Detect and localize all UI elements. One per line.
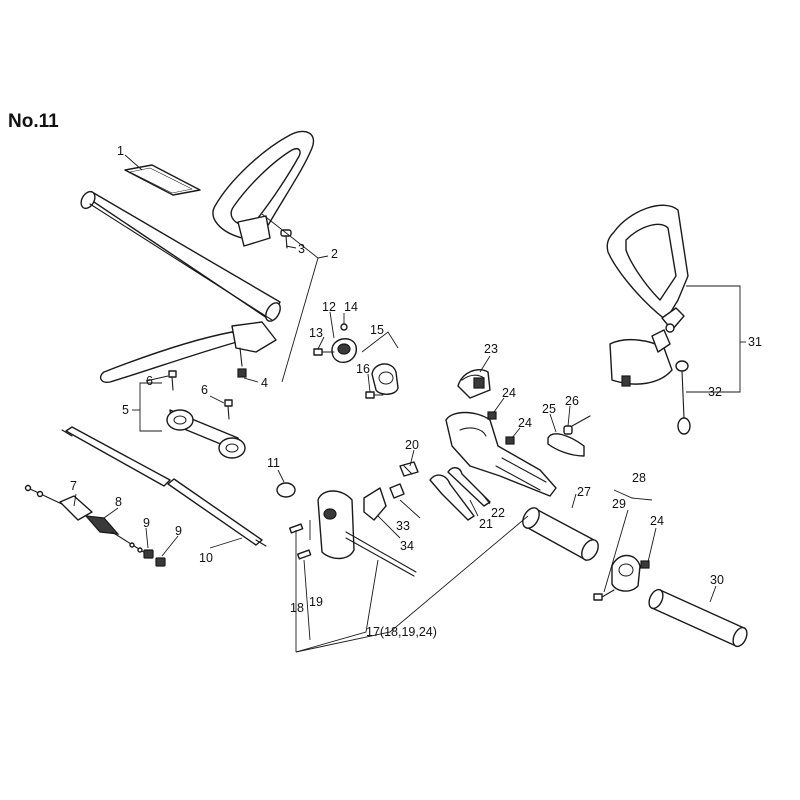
callout-15: 15 (370, 323, 384, 337)
part-nut-24b (505, 436, 515, 445)
callout-26: 26 (565, 394, 579, 408)
part-handle-tube (80, 190, 281, 322)
part-foam-grip (522, 507, 599, 561)
part-lockout-lever (447, 467, 491, 507)
callout-19: 19 (309, 595, 323, 609)
callout-27: 27 (577, 485, 591, 499)
callout-28: 28 (632, 471, 646, 485)
part-clamp-small (313, 323, 357, 363)
callout-31: 31 (748, 335, 762, 349)
callout-7: 7 (70, 479, 77, 493)
part-shaft-bracket (166, 370, 246, 459)
callout-18: 18 (290, 601, 304, 615)
part-throttle-housing-right (445, 411, 557, 497)
part-shaft-tube (648, 588, 748, 648)
part-cable-nuts (143, 549, 166, 567)
callout-32: 32 (708, 385, 722, 399)
callout-29: 29 (612, 497, 626, 511)
part-nut-24c (640, 560, 650, 569)
callout-14: 14 (344, 300, 358, 314)
callout-9a: 9 (143, 516, 150, 530)
callout-16: 16 (356, 362, 370, 376)
callout-11: 11 (267, 456, 280, 470)
callout-30: 30 (710, 573, 724, 587)
callout-34: 34 (400, 539, 414, 553)
part-plug-cap (547, 415, 591, 457)
callout-20: 20 (405, 438, 419, 452)
part-shoulder-strap (606, 204, 689, 387)
callout-24b: 24 (518, 416, 532, 430)
callout-24a: 24 (502, 386, 516, 400)
callout-17: 17(18,19,24) (366, 625, 437, 639)
part-nut-24a (487, 411, 497, 420)
callout-5: 5 (122, 403, 129, 417)
callout-33: 33 (396, 519, 410, 533)
callout-9b: 9 (175, 524, 182, 538)
callout-2: 2 (331, 247, 338, 261)
part-drive-shaft (61, 426, 267, 547)
callout-24c: 24 (650, 514, 664, 528)
part-handle-nut (237, 368, 247, 378)
leader-lines (73, 154, 746, 653)
callout-13: 13 (309, 326, 323, 340)
diagram-title: No.11 (8, 111, 59, 132)
part-switch (363, 487, 387, 521)
part-shaft-clamp (593, 554, 641, 601)
callout-1: 1 (117, 144, 124, 158)
callout-10: 10 (199, 551, 213, 565)
callout-8: 8 (115, 495, 122, 509)
callout-22: 22 (491, 506, 505, 520)
part-cable-clip (457, 368, 491, 399)
callout-23: 23 (484, 342, 498, 356)
callout-6a: 6 (146, 374, 153, 388)
part-decal-label (124, 164, 201, 196)
part-grommet (276, 482, 296, 498)
part-spring-small (389, 483, 405, 499)
part-grip-lever (99, 321, 277, 384)
callout-3: 3 (298, 242, 305, 256)
part-loop-handle (212, 130, 315, 247)
part-strap-hook (675, 360, 691, 435)
part-throttle-cable (24, 484, 151, 557)
callout-25: 25 (542, 402, 556, 416)
part-clamp-large (365, 363, 399, 399)
callout-12: 12 (322, 300, 336, 314)
callout-6b: 6 (201, 383, 208, 397)
callouts: 1 2 3 4 5 6 6 7 8 9 9 10 11 12 14 13 15 … (70, 144, 762, 639)
callout-4: 4 (261, 376, 268, 390)
callout-21: 21 (479, 517, 493, 531)
part-throttle-trigger (429, 474, 475, 521)
part-throttle-spring (399, 461, 419, 477)
part-throttle-housing-left (288, 490, 417, 577)
